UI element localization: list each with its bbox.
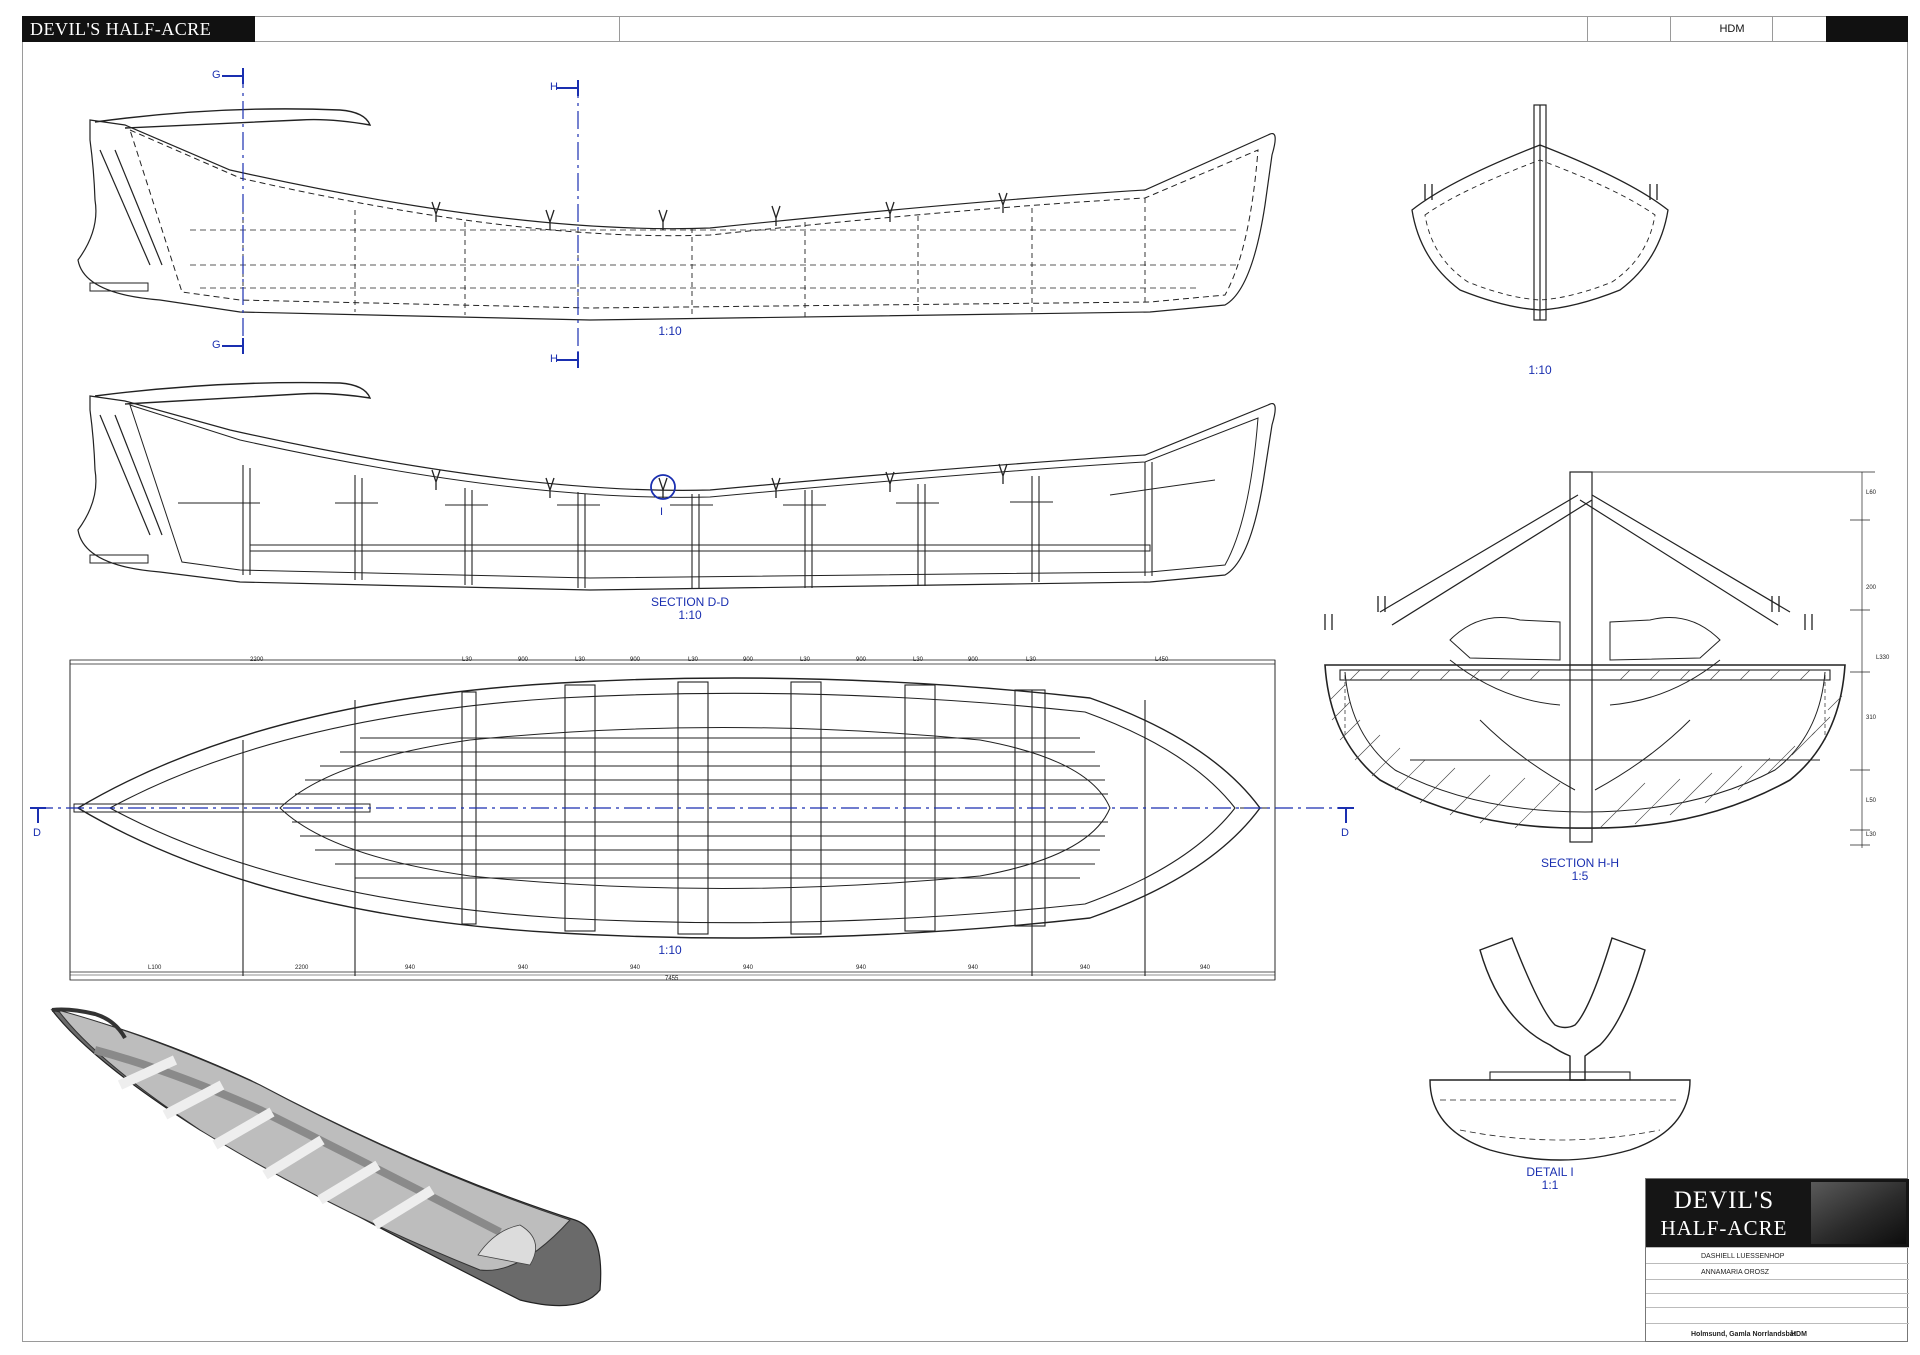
dim-text: 900 — [856, 657, 867, 663]
detail-i-view — [1429, 937, 1691, 1161]
detail-i-callout-circle — [650, 474, 676, 500]
detail-i-marker: I — [660, 506, 664, 518]
section-hh-view — [1324, 471, 1875, 848]
dim-text: 940 — [405, 965, 416, 971]
dim-text: L30 — [1026, 657, 1037, 663]
dim-text: L30 — [688, 657, 699, 663]
section-mark-d-right: D — [1341, 827, 1349, 839]
dim-text: L30 — [800, 657, 811, 663]
brand-line-2: HALF-ACRE — [1660, 1216, 1788, 1240]
dim-text: 310 — [1866, 715, 1877, 721]
title-block-logo: DEVIL'S HALF-ACRE — [1646, 1179, 1909, 1247]
section-dd-scale: 1:10 — [678, 608, 702, 622]
plan-scale-label: 1:10 — [658, 943, 682, 957]
profile-view — [77, 68, 1276, 368]
dim-text: L30 — [462, 657, 473, 663]
title-block-row-drawn-by: DASHIELL LUESSENHOP — [1646, 1247, 1909, 1263]
header-divider — [619, 16, 620, 42]
overall-length-dim: 7455 — [665, 976, 679, 982]
dim-text: 2200 — [295, 965, 309, 971]
dim-text: L50 — [1866, 798, 1877, 804]
title-block-row — [1646, 1293, 1909, 1307]
dim-text: L100 — [148, 965, 162, 971]
dim-text: 940 — [518, 965, 529, 971]
dim-text: L450 — [1155, 657, 1169, 663]
section-hh-title: SECTION H-H — [1541, 856, 1619, 870]
section-mark-d-left: D — [33, 827, 41, 839]
dim-text: L30 — [1866, 832, 1877, 838]
boat-3d-render — [50, 1007, 602, 1307]
title-block-row — [1646, 1279, 1909, 1293]
drawing-sheet-border — [22, 16, 1908, 1342]
dim-text: 900 — [968, 657, 979, 663]
profile-scale-label: 1:10 — [658, 324, 682, 338]
dim-text: 940 — [630, 965, 641, 971]
end-view — [1411, 104, 1669, 321]
dim-text: L330 — [1876, 655, 1890, 661]
header-divider — [1587, 16, 1588, 42]
title-block-brand: DEVIL'S HALF-ACRE — [1654, 1187, 1794, 1241]
section-mark-h-bottom: H — [550, 353, 558, 365]
drawn-by-value: DASHIELL LUESSENHOP — [1701, 1253, 1785, 1260]
section-mark-g-top: G — [212, 69, 221, 81]
header-black-box — [1826, 16, 1908, 42]
section-hh-scale: 1:5 — [1571, 869, 1589, 883]
section-mark-h-top: H — [550, 81, 558, 93]
dim-text: L30 — [575, 657, 586, 663]
drawing-title-value: Holmsund, Gamla Norrlandsbåt — [1691, 1331, 1797, 1338]
end-view-scale: 1:10 — [1528, 363, 1552, 377]
dim-text: 200 — [1866, 585, 1877, 591]
title-block-row — [1646, 1307, 1909, 1323]
header-divider — [1670, 16, 1671, 42]
plan-view — [30, 659, 1354, 981]
section-dd-title: SECTION D-D — [651, 595, 729, 609]
dim-text: 940 — [1200, 965, 1211, 971]
drawing-code-value: HDM — [1791, 1331, 1807, 1338]
dim-text: 940 — [856, 965, 867, 971]
title-block: DEVIL'S HALF-ACRE DASHIELL LUESSENHOP AN… — [1645, 1178, 1909, 1343]
section-dd-view — [77, 381, 1276, 591]
brand-line-1: DEVIL'S — [1673, 1187, 1775, 1214]
dim-text: 940 — [1080, 965, 1091, 971]
title-block-row-title: Holmsund, Gamla Norrlandsbåt HDM — [1646, 1323, 1909, 1343]
header-drawing-code: HDM — [1719, 23, 1745, 35]
header-brand: DEVIL'S HALF-ACRE — [22, 16, 255, 42]
dim-text: 2200 — [250, 657, 264, 663]
dim-text: 900 — [630, 657, 641, 663]
dim-text: 900 — [743, 657, 754, 663]
section-mark-g-bottom: G — [212, 339, 221, 351]
detail-i-title: DETAIL I — [1526, 1165, 1574, 1179]
sheet-header-strip: DEVIL'S HALF-ACRE HDM — [22, 16, 1908, 42]
dim-text: 940 — [743, 965, 754, 971]
author-photo — [1811, 1182, 1906, 1244]
header-divider — [1772, 16, 1773, 42]
dim-text: 940 — [968, 965, 979, 971]
title-block-row-checked-by: ANNAMARIA OROSZ — [1646, 1263, 1909, 1279]
detail-i-scale: 1:1 — [1541, 1178, 1559, 1192]
dim-text: L30 — [913, 657, 924, 663]
dim-text: 900 — [518, 657, 529, 663]
dim-text: L60 — [1866, 490, 1877, 496]
checked-by-value: ANNAMARIA OROSZ — [1701, 1269, 1770, 1276]
